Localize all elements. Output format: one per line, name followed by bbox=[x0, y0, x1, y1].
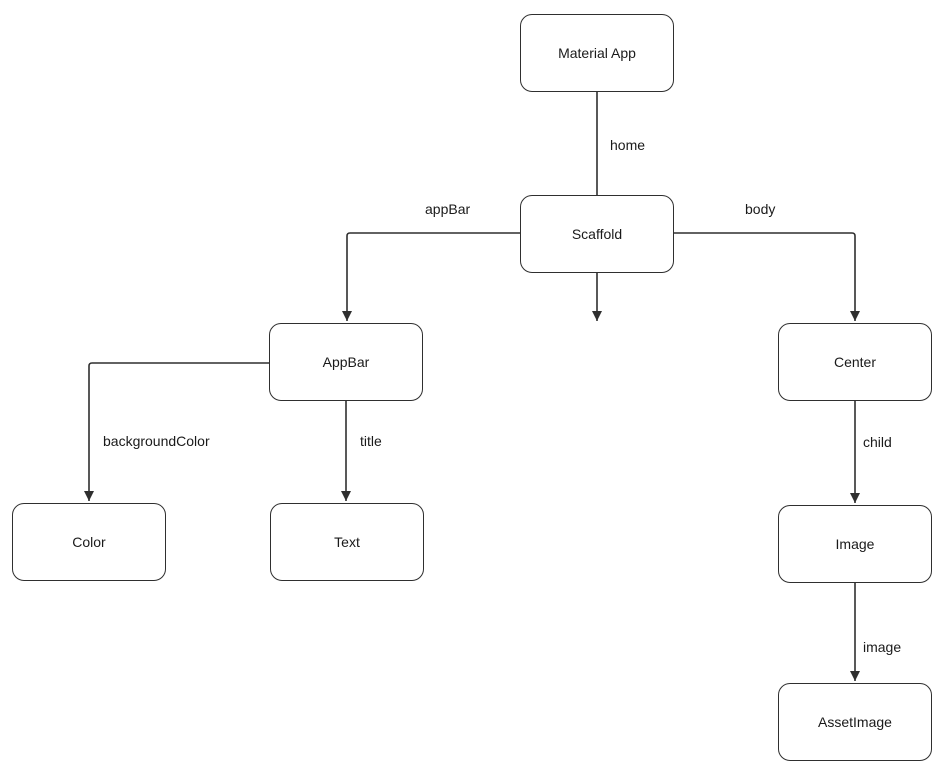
edge-backgroundcolor-line bbox=[84, 362, 269, 501]
edge-label-home: home bbox=[610, 137, 646, 153]
node-image: Image bbox=[778, 505, 932, 583]
edge-label-backgroundcolor: backgroundColor bbox=[103, 433, 210, 449]
node-center: Center bbox=[778, 323, 932, 401]
node-material-app: Material App bbox=[520, 14, 674, 92]
edge-appbar-line bbox=[342, 232, 520, 321]
edge-label-title: title bbox=[360, 433, 382, 449]
edge-body-line bbox=[674, 232, 860, 321]
node-appbar: AppBar bbox=[269, 323, 423, 401]
node-text: Text bbox=[270, 503, 424, 581]
node-scaffold: Scaffold bbox=[520, 195, 674, 273]
edge-label-body: body bbox=[745, 201, 776, 217]
node-assetimage: AssetImage bbox=[778, 683, 932, 761]
edge-label-appbar: appBar bbox=[425, 201, 471, 217]
edge-label-child: child bbox=[863, 434, 892, 450]
edge-label-image: image bbox=[863, 639, 902, 655]
node-color: Color bbox=[12, 503, 166, 581]
